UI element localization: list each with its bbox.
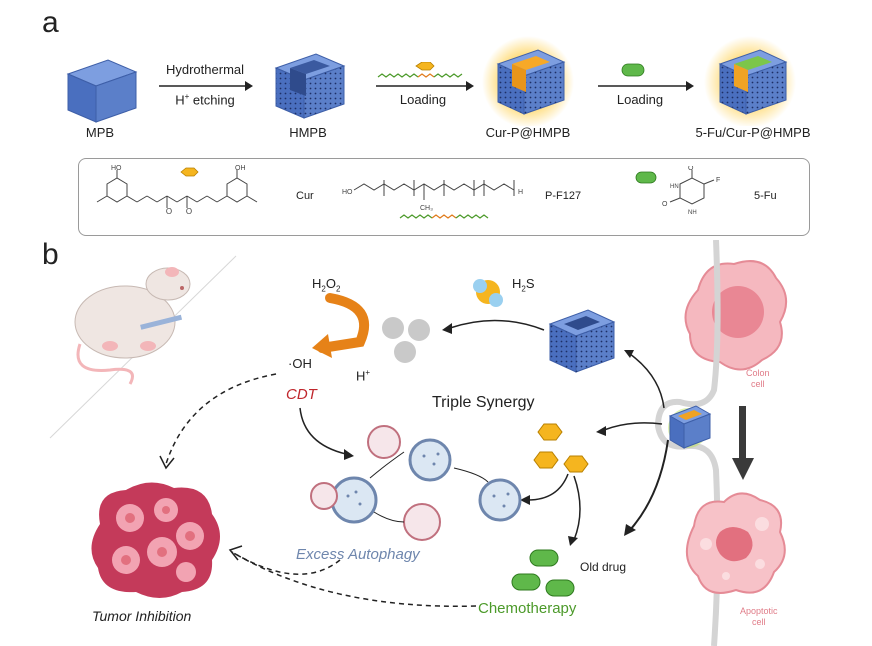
svg-text:HN: HN [670, 184, 679, 190]
colon-cell-icon [684, 260, 787, 371]
arrow-1-icon [159, 81, 253, 91]
old-drug-label: Old drug [580, 560, 627, 574]
hmpb-cube-icon [274, 53, 346, 119]
excess-autophagy-label: Excess Autophagy [296, 546, 420, 563]
release-arrows-icon [596, 350, 669, 536]
svg-text:NH: NH [688, 210, 697, 216]
hexagon-arrows-icon [520, 473, 581, 546]
curcumin-structure-icon: O O HO OH [96, 165, 258, 216]
loading-label-1: Loading [399, 92, 447, 107]
panel-a-label: a [42, 6, 59, 39]
dashed-arrows-icon [159, 373, 477, 608]
svg-text:H: H [518, 189, 523, 196]
cdt-label: CDT [286, 386, 317, 403]
apoptosis-down-arrow-icon [732, 406, 754, 480]
etching-label: H+ etching [175, 92, 235, 108]
mpb-label: MPB [85, 125, 115, 140]
cdt-arrow-icon [312, 293, 370, 358]
loading-arrow-1-icon [376, 62, 474, 91]
svg-text:OH: OH [235, 165, 246, 172]
cur-label: Cur [296, 190, 314, 202]
fu-cur-p-hmpb-label: 5-Fu/Cur-P@HMPB [695, 125, 811, 140]
h2s-molecule-icon [473, 279, 503, 307]
loading-arrow-2-icon [598, 63, 694, 91]
cdt-to-autophagy-arrow-icon [299, 407, 354, 460]
pf127-label: P-F127 [545, 190, 582, 202]
cur-p-hmpb-cube-icon [482, 36, 574, 126]
cube-to-particles-arrow-icon [442, 319, 545, 334]
tumor-icon [91, 482, 220, 598]
loading-label-2: Loading [616, 92, 664, 107]
svg-text:HO: HO [111, 165, 122, 172]
tumor-inhibition-label: Tumor Inhibition [92, 608, 192, 624]
h2o2-label: H2O2 [312, 276, 341, 294]
mouse-icon [49, 255, 237, 439]
autophagy-cycle-icon [310, 425, 522, 541]
nanoparticle-membrane-icon [668, 405, 712, 449]
chemical-structures-box [78, 158, 810, 236]
hmpb-cube-b-icon [548, 309, 616, 373]
curcumin-molecules-icon [533, 423, 589, 473]
svg-text:O: O [166, 207, 172, 216]
svg-text:O: O [688, 166, 694, 172]
hydrothermal-label: Hydrothermal [165, 62, 245, 77]
svg-text:F: F [716, 177, 720, 184]
panel-b-label: b [42, 238, 59, 271]
svg-text:O: O [186, 207, 192, 216]
cur-p-hmpb-label: Cur-P@HMPB [485, 125, 571, 140]
pf127-structure-icon: HO H CH₃ [342, 180, 523, 219]
svg-text:CH₃: CH₃ [420, 205, 433, 212]
apoptotic-cell-icon [686, 492, 786, 594]
particles-icon [382, 317, 430, 363]
h-plus-label: H+ [356, 368, 371, 384]
triple-synergy-label: Triple Synergy [432, 394, 535, 411]
hmpb-label: HMPB [289, 125, 327, 140]
mpb-cube-icon [66, 59, 138, 123]
fu-label: 5-Fu [754, 190, 777, 202]
svg-text:HO: HO [342, 189, 353, 196]
fu-cur-p-hmpb-cube-icon [704, 36, 796, 126]
fu-structure-icon: O F O HN NH [635, 166, 720, 216]
fu-pills-icon [511, 549, 575, 597]
h2s-label: H2S [512, 276, 535, 294]
chemotherapy-label: Chemotherapy [478, 600, 577, 617]
svg-text:O: O [662, 201, 668, 208]
oh-radical-label: ·OH [288, 356, 312, 371]
